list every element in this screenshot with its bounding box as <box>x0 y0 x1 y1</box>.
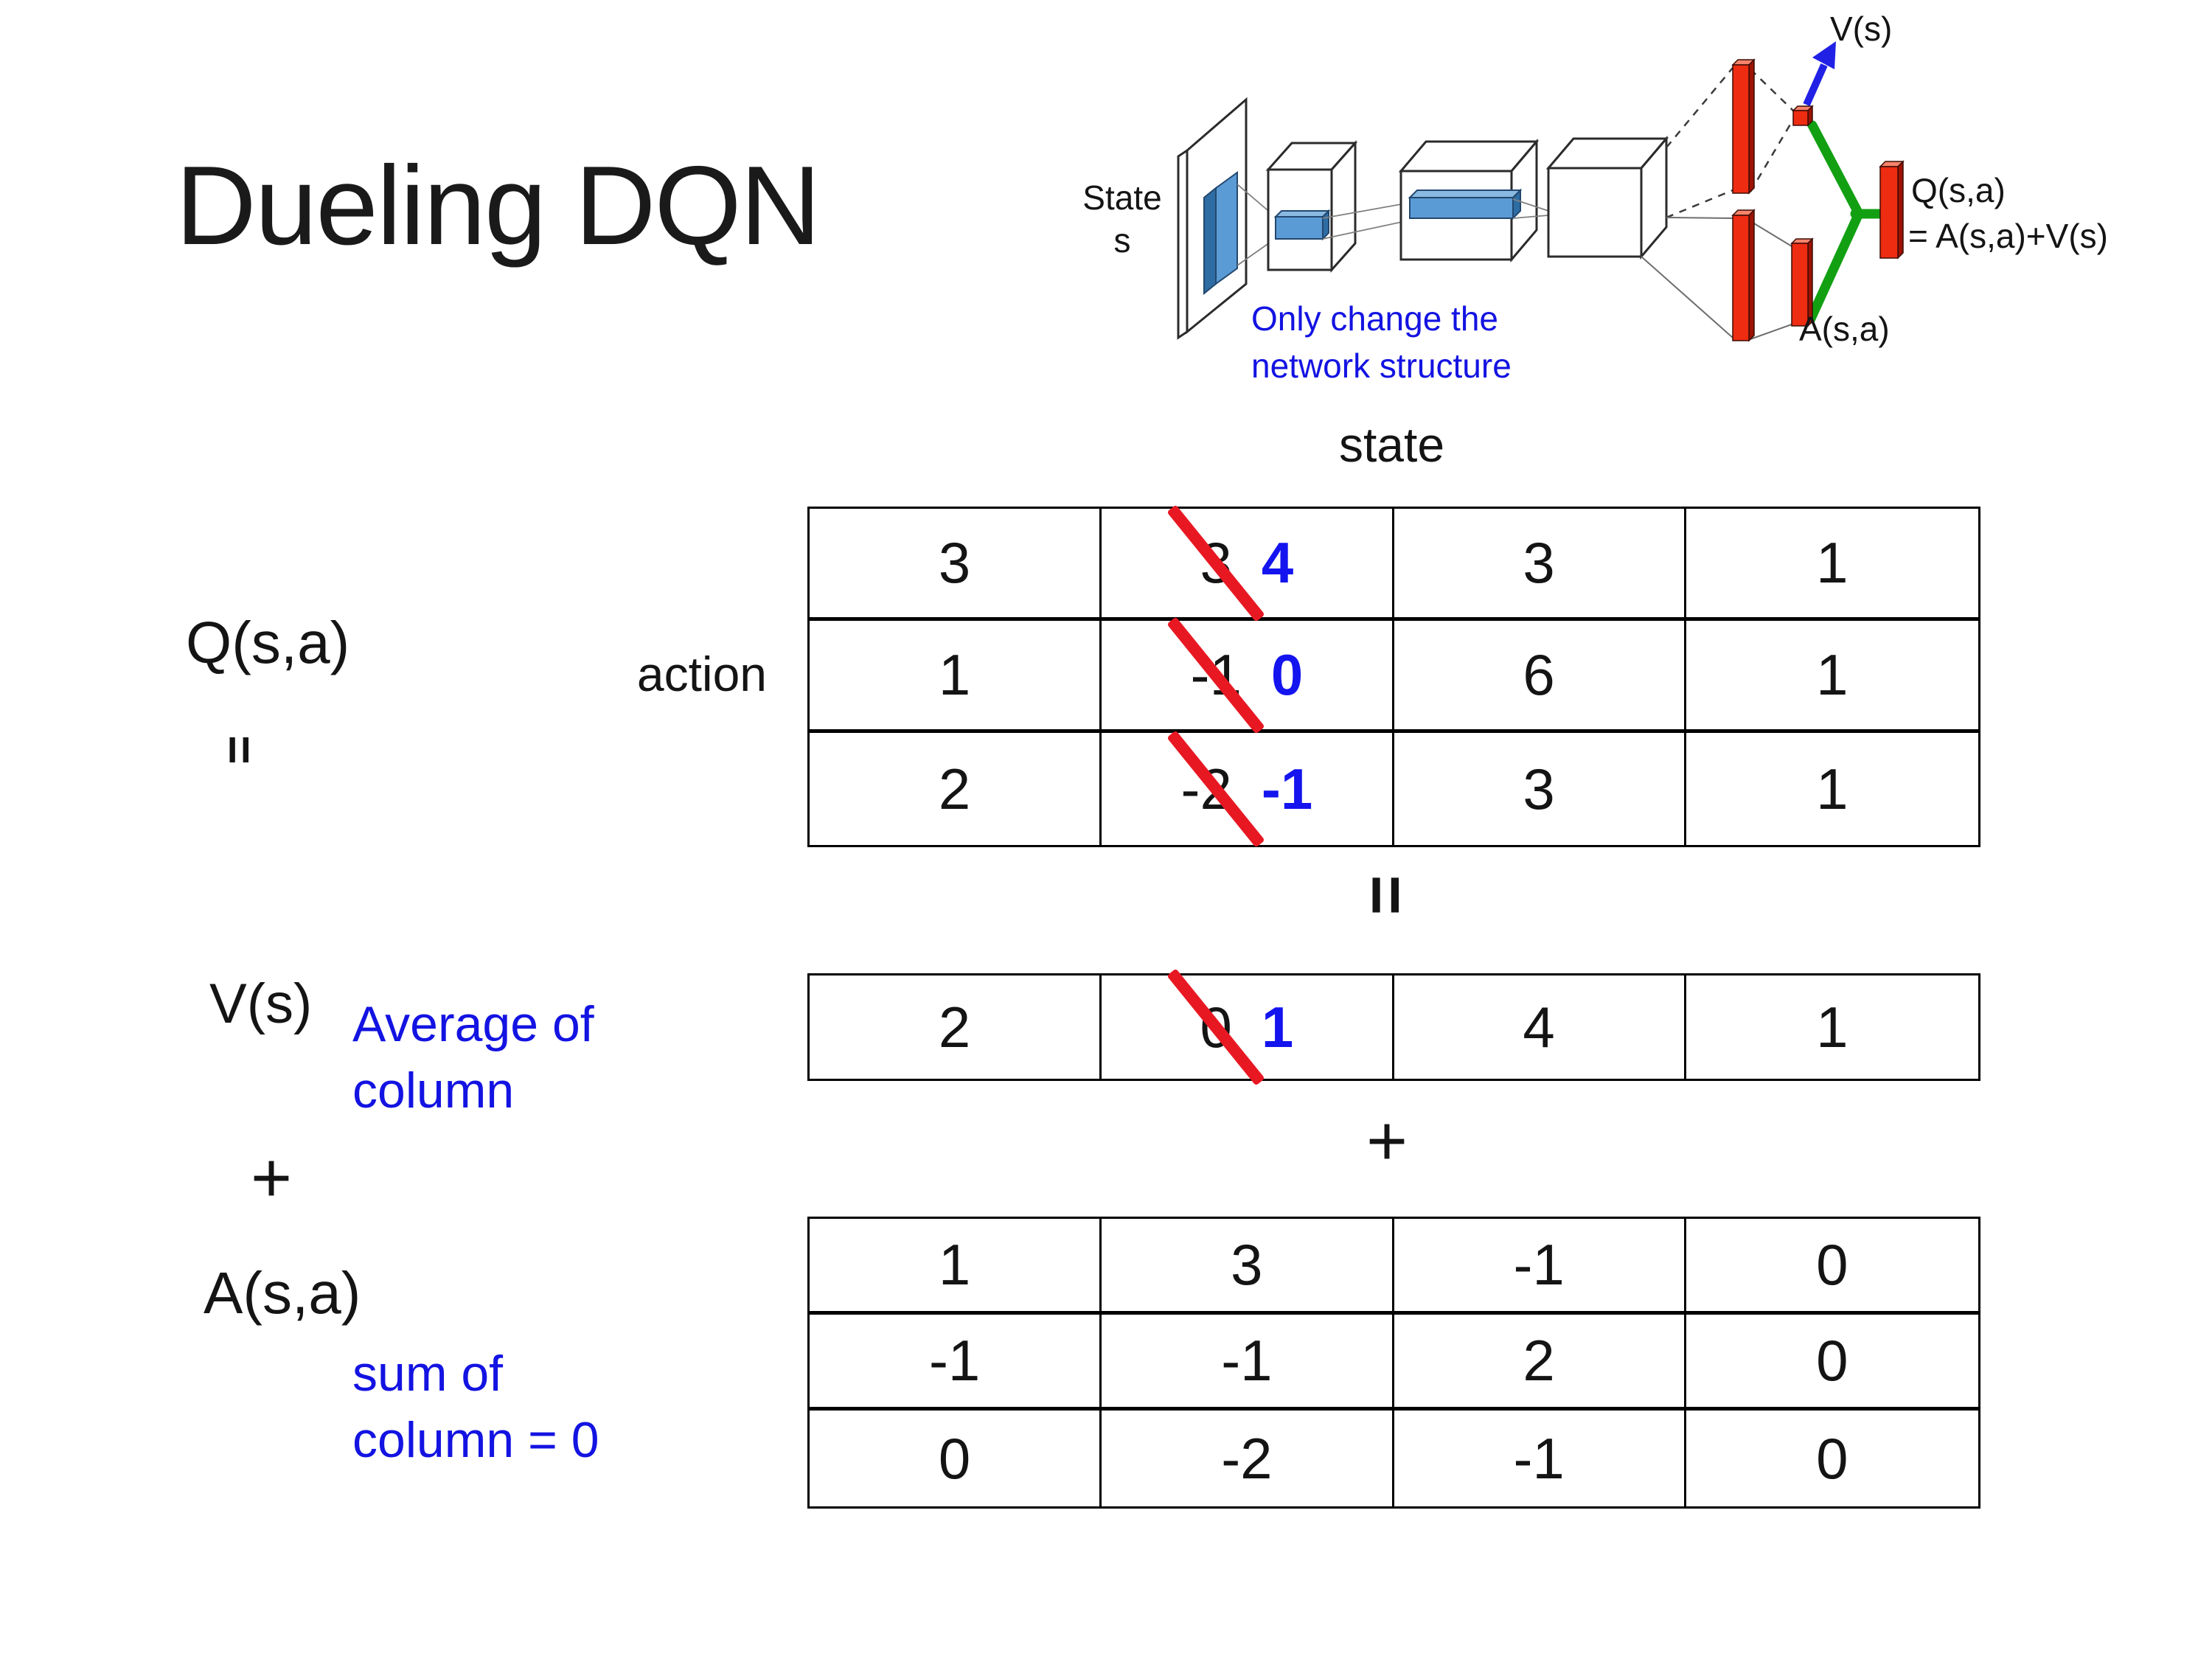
conv-box-3 <box>1545 135 1669 260</box>
action-axis-label: action <box>636 647 767 701</box>
state-axis-label: state <box>1338 417 1445 472</box>
a-cell-r1c3: 0 <box>1686 1315 1978 1411</box>
fc-bar-advantage-stream <box>1731 209 1756 342</box>
a-cell-r0c1: 3 <box>1102 1219 1394 1315</box>
q-cell-r1c0: 1 <box>810 621 1102 733</box>
strikethrough-mark <box>1166 968 1265 1086</box>
corrected-value: 1 <box>1261 994 1294 1060</box>
a-cell-r2c3: 0 <box>1816 1425 1848 1491</box>
conv-box-2 <box>1398 138 1540 263</box>
strikethrough-mark <box>1166 504 1265 622</box>
old-value: -2 <box>1180 756 1232 821</box>
q-cell-r2c3: 1 <box>1816 756 1848 821</box>
value-note-line1: Average of <box>352 996 594 1052</box>
diagram-state-label-line1: State <box>1082 178 1161 217</box>
corrected-value: -1 <box>1261 756 1313 821</box>
a-cell-r1c1: -1 <box>1102 1315 1394 1411</box>
advantage-note: sum of column = 0 <box>352 1340 599 1473</box>
equals-sign-between-tables: = <box>1348 874 1425 916</box>
a-cell-r2c0: 0 <box>810 1411 1102 1506</box>
q-cell-r2c0: 2 <box>810 733 1102 845</box>
plus-sign-left: + <box>250 1138 293 1217</box>
q-term-label: Q(s,a) <box>186 610 350 675</box>
a-node-bar <box>1790 237 1814 327</box>
fc-bar-value-stream <box>1731 58 1756 195</box>
v-table: 2 0 1 4 1 <box>807 968 1980 1086</box>
a-cell-r2c2: -1 <box>1394 1411 1686 1506</box>
diagram-note-line2: network structure <box>1251 347 1512 385</box>
diagram-q-label-line1: Q(s,a) <box>1911 171 2006 209</box>
q-cell-r0c2: 3 <box>1394 509 1686 621</box>
q-cell-r2c2: 3 <box>1394 733 1686 845</box>
strikethrough-mark <box>1166 616 1265 734</box>
q-cell-r1c2: 6 <box>1394 621 1686 733</box>
q-cell-r2c1-struck: -2 -1 <box>1102 730 1394 848</box>
diagram-note-line1: Only change the <box>1251 299 1498 338</box>
merge-connector <box>1806 120 1887 324</box>
v-node <box>1792 105 1814 127</box>
a-table: 1 3 -1 0 -1 -1 2 0 0 -2 -1 0 <box>807 1217 1980 1509</box>
v-cell-c3: 1 <box>1816 994 1848 1060</box>
plus-sign-between-tables: + <box>1366 1102 1408 1180</box>
corrected-value: 4 <box>1261 530 1294 595</box>
advantage-note-line1: sum of <box>352 1346 504 1402</box>
a-cell-r0c2: -1 <box>1394 1219 1686 1315</box>
v-cell-c2: 4 <box>1394 975 1686 1079</box>
advantage-note-line2: column = 0 <box>352 1412 599 1468</box>
dueling-network-diagram: State s V(s) Q(s,a) = A(s,a)+V(s) A(s,a)… <box>1082 10 2108 385</box>
q-cell-r0c3: 1 <box>1686 509 1978 621</box>
a-term-label: A(s,a) <box>204 1260 361 1326</box>
diagram-state-label-line2: s <box>1114 221 1131 260</box>
a-cell-r1c0: -1 <box>810 1315 1102 1411</box>
q-table: 3 3 4 3 1 1 -1 0 6 1 2 -2 -1 3 1 <box>807 504 1980 848</box>
a-cell-r2c1: -2 <box>1102 1411 1394 1506</box>
a-cell-r0c3: 0 <box>1686 1219 1978 1315</box>
q-cell-r1c3: 1 <box>1686 621 1978 733</box>
value-note: Average of column <box>352 991 594 1124</box>
corrected-value: 0 <box>1270 642 1304 707</box>
v-cell-c1-struck: 0 1 <box>1102 968 1394 1086</box>
v-term-label: V(s) <box>209 973 313 1035</box>
feature-bar-2 <box>1408 189 1523 198</box>
v-arrow <box>1803 41 1836 107</box>
diagram-a-label: A(s,a) <box>1799 310 1890 348</box>
feature-bar-1 <box>1273 210 1331 218</box>
value-note-line2: column <box>352 1062 515 1119</box>
diagram-q-label-line2: = A(s,a)+V(s) <box>1908 217 2108 255</box>
q-cell-r1c1-struck: -1 0 <box>1102 616 1394 734</box>
q-cell-r0c1-struck: 3 4 <box>1102 504 1394 622</box>
conv-box-1 <box>1265 140 1358 273</box>
conv-filter-shape <box>1203 171 1238 296</box>
diagram-vs-label: V(s) <box>1830 10 1892 48</box>
a-cell-r1c2: 2 <box>1394 1315 1686 1411</box>
page-title: Dueling DQN <box>175 143 821 268</box>
equals-sign-left: = <box>212 735 268 765</box>
a-cell-r0c0: 1 <box>810 1219 1102 1315</box>
q-output-bar <box>1879 160 1905 260</box>
v-cell-c0: 2 <box>810 975 1102 1079</box>
q-cell-r0c0: 3 <box>810 509 1102 621</box>
